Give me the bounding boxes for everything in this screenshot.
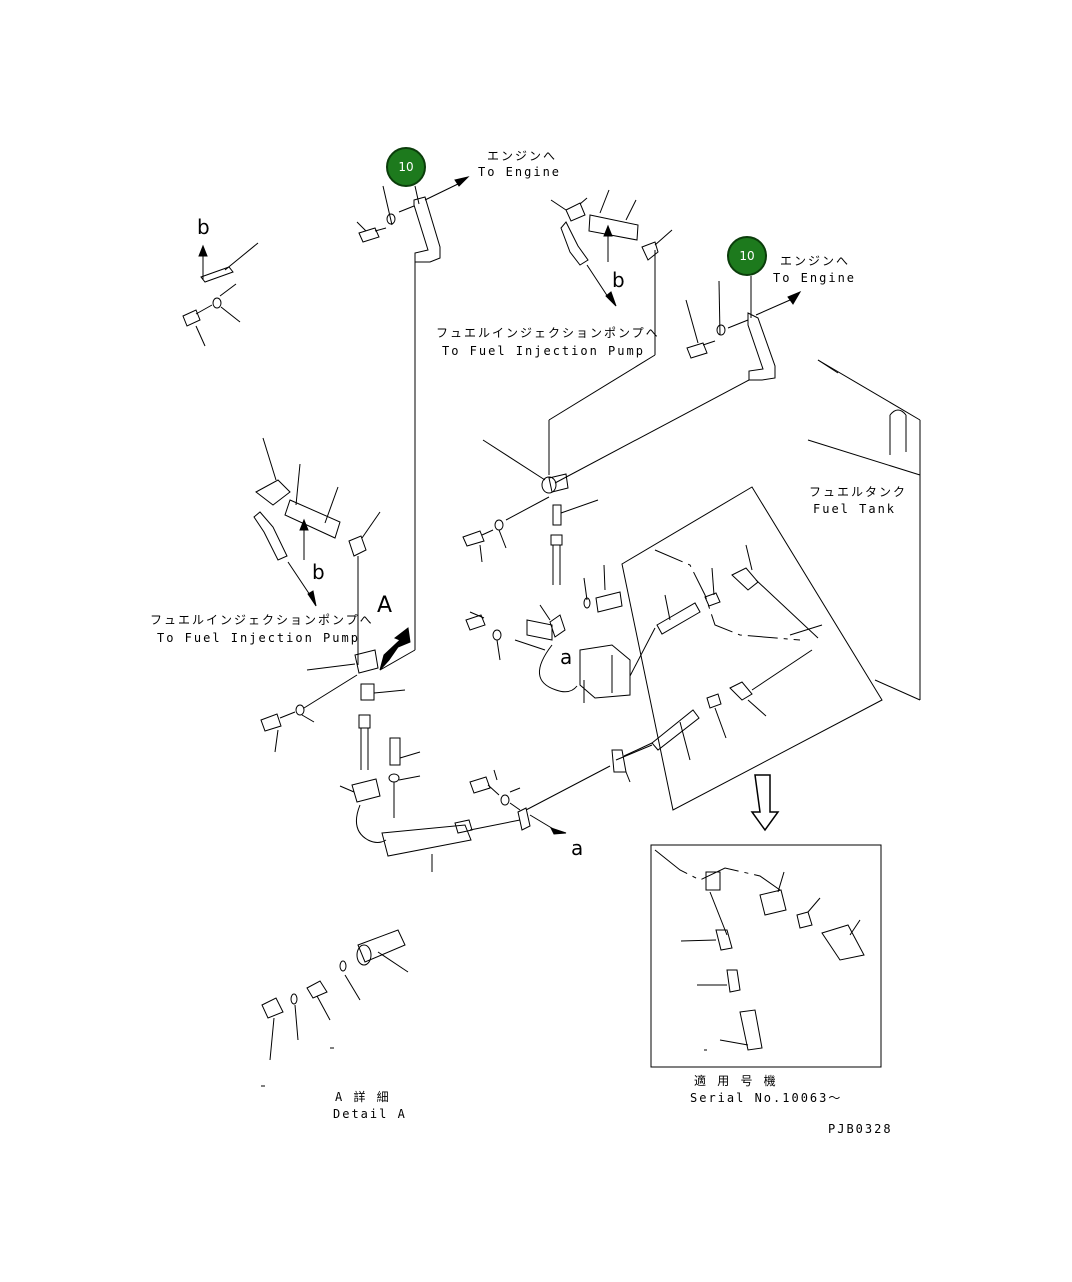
tank-label-jp: フュエルタンク	[809, 485, 908, 499]
callout-badge-top-right[interactable]: 10	[727, 236, 767, 276]
marker-a-bottom: a	[571, 836, 584, 860]
marker-b-top-left: b	[197, 215, 210, 239]
serial-detail-box	[650, 774, 882, 1068]
left-fuel-line-assembly	[253, 437, 653, 872]
serial-label-jp: 適 用 号 機	[694, 1074, 778, 1088]
pump-label-jp-2: フュエルインジェクションポンプへ	[150, 613, 374, 627]
callout-badge-top-left[interactable]: 10	[386, 147, 426, 187]
marker-a-center: a	[560, 645, 573, 669]
clip-assembly-top-left	[182, 242, 259, 347]
center-fuel-line-assembly	[462, 439, 656, 703]
detail-label-jp: A 詳 細	[335, 1090, 391, 1104]
tank-pipe-detail-box	[615, 486, 883, 811]
engine-label-jp-1: エンジンへ	[487, 149, 558, 163]
pump-label-jp-1: フュエルインジェクションポンプへ	[436, 326, 660, 340]
detail-label-en: Detail A	[333, 1107, 407, 1121]
bracket-top-right	[554, 276, 802, 484]
marker-b-mid-left: b	[312, 560, 325, 584]
pump-label-en-1: To Fuel Injection Pump	[442, 344, 645, 358]
pump-fittings-top-right	[548, 189, 673, 475]
bracket-top-center	[356, 176, 470, 671]
marker-b-top-right: b	[612, 268, 625, 292]
tank-label-en: Fuel Tank	[813, 502, 897, 516]
drawing-code: PJB0328	[828, 1122, 893, 1136]
engine-label-jp-2: エンジンへ	[780, 254, 851, 268]
engine-label-en-2: To Engine	[773, 271, 857, 285]
serial-label-en: Serial No.10063～	[690, 1091, 843, 1105]
engine-label-en-1: To Engine	[478, 165, 562, 179]
pump-label-en-2: To Fuel Injection Pump	[157, 631, 360, 645]
fuel-tank-outline	[807, 359, 921, 701]
detail-a-parts	[261, 929, 409, 1087]
marker-A-view: A	[377, 593, 393, 618]
